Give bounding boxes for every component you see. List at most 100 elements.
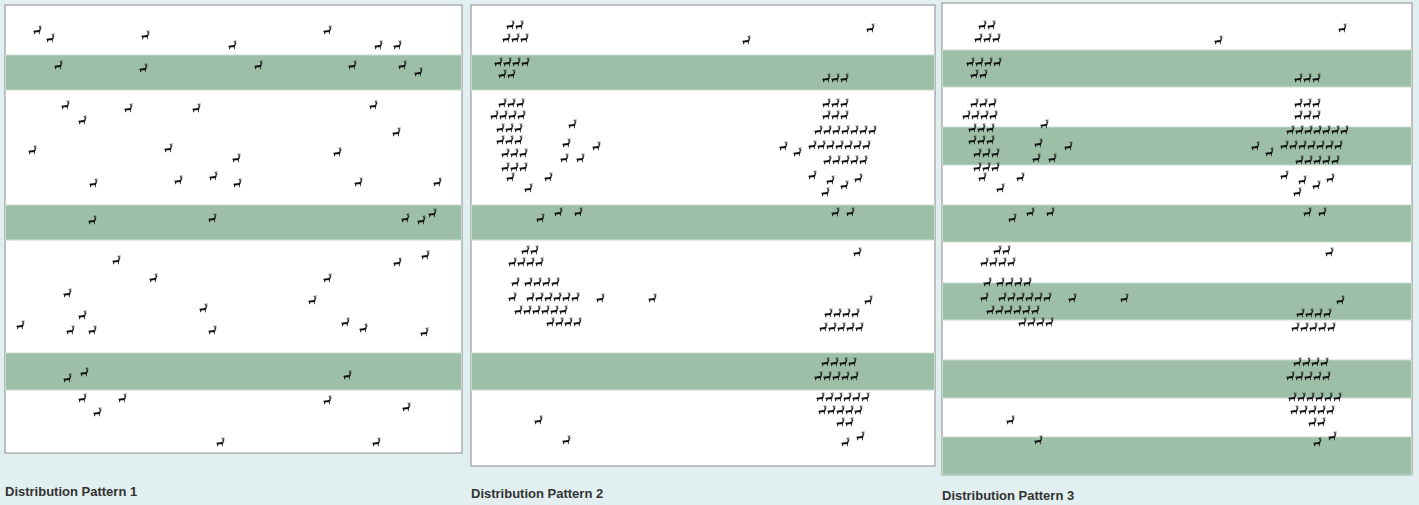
moose-icon	[826, 175, 834, 184]
moose-icon	[832, 371, 840, 380]
panel-ground	[5, 5, 462, 453]
moose-icon	[28, 145, 36, 154]
moose-icon	[1309, 322, 1317, 331]
moose-icon	[496, 135, 504, 144]
moose-icon	[369, 100, 377, 109]
moose-icon	[1026, 207, 1034, 216]
moose-icon	[648, 293, 656, 302]
moose-icon	[1334, 140, 1342, 149]
moose-icon	[859, 125, 867, 134]
moose-icon	[970, 98, 978, 107]
moose-icon	[112, 255, 120, 264]
moose-icon	[517, 257, 525, 266]
moose-icon	[433, 177, 441, 186]
moose-icon	[817, 140, 825, 149]
moose-icon	[987, 20, 995, 29]
moose-icon	[846, 207, 854, 216]
moose-icon	[986, 135, 994, 144]
moose-icon	[841, 371, 849, 380]
moose-icon	[991, 162, 999, 171]
moose-icon	[1294, 73, 1302, 82]
moose-icon	[1325, 247, 1333, 256]
moose-icon	[523, 305, 531, 314]
moose-icon	[845, 405, 853, 414]
moose-icon	[824, 308, 832, 317]
moose-icon	[535, 257, 543, 266]
moose-icon	[574, 207, 582, 216]
moose-icon	[66, 325, 74, 334]
moose-icon	[980, 110, 988, 119]
moose-icon	[562, 138, 570, 147]
moose-icon	[54, 60, 62, 69]
moose-icon	[970, 69, 978, 78]
moose-icon	[1338, 23, 1346, 32]
moose-icon	[553, 292, 561, 301]
moose-icon	[1016, 172, 1024, 181]
moose-icon	[514, 305, 522, 314]
moose-icon	[16, 320, 24, 329]
moose-icon	[1286, 371, 1294, 380]
moose-icon	[1293, 357, 1301, 366]
moose-icon	[576, 153, 584, 162]
moose-icon	[1323, 308, 1331, 317]
moose-icon	[1312, 98, 1320, 107]
moose-icon	[977, 135, 985, 144]
moose-icon	[78, 115, 86, 124]
moose-icon	[840, 180, 848, 189]
moose-icon	[853, 140, 861, 149]
moose-icon	[996, 183, 1004, 192]
moose-icon	[841, 125, 849, 134]
vegetation-band	[943, 437, 1412, 475]
moose-icon	[1312, 73, 1320, 82]
moose-icon	[502, 33, 510, 42]
moose-icon	[392, 127, 400, 136]
moose-icon	[971, 110, 979, 119]
moose-icon	[564, 317, 572, 326]
moose-icon	[88, 325, 96, 334]
vegetation-band	[943, 283, 1412, 320]
moose-icon	[827, 405, 835, 414]
moose-icon	[1304, 125, 1312, 134]
moose-icon	[998, 257, 1006, 266]
moose-icon	[374, 40, 382, 49]
moose-icon	[814, 125, 822, 134]
moose-icon	[850, 155, 858, 164]
moose-icon	[843, 392, 851, 401]
moose-icon	[1331, 155, 1339, 164]
moose-icon	[984, 57, 992, 66]
moose-icon	[833, 308, 841, 317]
moose-icon	[507, 98, 515, 107]
moose-icon	[1008, 213, 1016, 222]
moose-icon	[208, 325, 216, 334]
moose-icon	[1007, 257, 1015, 266]
moose-icon	[1324, 392, 1332, 401]
moose-icon	[831, 207, 839, 216]
moose-icon	[216, 437, 224, 446]
moose-icon	[1016, 292, 1024, 301]
vegetation-band	[943, 360, 1412, 398]
moose-icon	[559, 305, 567, 314]
moose-icon	[524, 277, 532, 286]
moose-icon	[962, 110, 970, 119]
moose-icon	[1251, 141, 1259, 150]
moose-icon	[542, 277, 550, 286]
moose-icon	[343, 370, 351, 379]
panel-ground	[471, 5, 935, 466]
moose-icon	[980, 292, 988, 301]
moose-icon	[1307, 140, 1315, 149]
moose-icon	[61, 100, 69, 109]
vegetation-band	[6, 205, 462, 240]
moose-icon	[519, 162, 527, 171]
moose-icon	[596, 293, 604, 302]
moose-icon	[989, 110, 997, 119]
moose-icon	[421, 250, 429, 259]
moose-icon	[850, 125, 858, 134]
moose-icon	[844, 140, 852, 149]
moose-icon	[1326, 173, 1334, 182]
moose-icon	[851, 308, 859, 317]
moose-icon	[1214, 35, 1222, 44]
moose-icon	[560, 153, 568, 162]
moose-icon	[828, 322, 836, 331]
moose-icon	[845, 417, 853, 426]
